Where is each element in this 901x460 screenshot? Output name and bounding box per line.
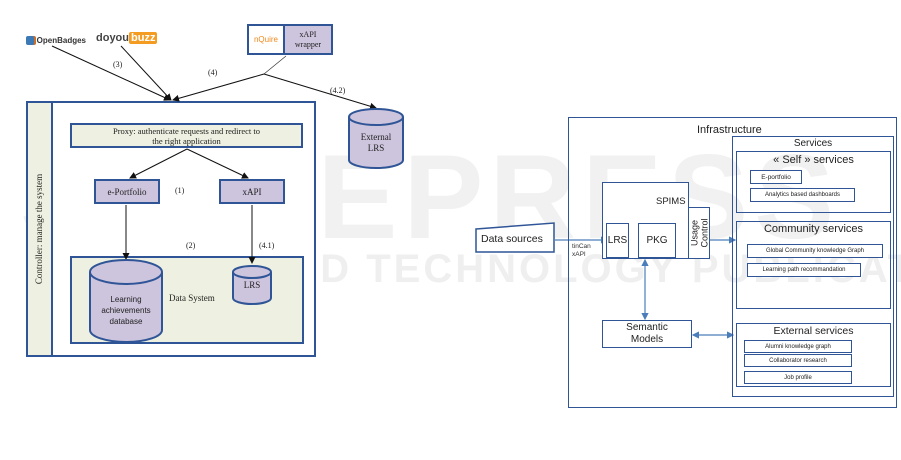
nquire-xapi-wrapper: nQuire xAPI wrapper bbox=[247, 24, 333, 55]
arrow-proxy-to-eportfolio bbox=[129, 148, 188, 179]
self-service-item-label: Analytics based dashboards bbox=[764, 192, 841, 198]
openbadges-text: OpenBadges bbox=[36, 35, 86, 45]
xapi-protocol-label: xAPI bbox=[572, 251, 586, 258]
spims-lrs-label: LRS bbox=[607, 235, 628, 246]
xapi-box: xAPI bbox=[219, 179, 285, 204]
doyoubuzz-text-b: buzz bbox=[129, 32, 158, 44]
xapi-label: xAPI bbox=[242, 186, 262, 197]
community-services-box bbox=[736, 221, 891, 309]
learning-db-label: Learning achievements database bbox=[101, 295, 151, 326]
external-service-item: Job profile bbox=[744, 371, 852, 384]
community-service-item: Learning path recommandation bbox=[747, 263, 861, 277]
self-service-item: Analytics based dashboards bbox=[750, 188, 855, 202]
edge-label-3: (3) bbox=[113, 60, 123, 69]
usage-control-label: Usage Control bbox=[689, 218, 709, 247]
arrow-junction-to-external-lrs bbox=[263, 73, 377, 110]
tincan-label: tinCan bbox=[572, 243, 591, 250]
proxy-label: Proxy: authenticate requests and redirec… bbox=[112, 125, 261, 146]
semantic-label: Semantic bbox=[626, 322, 668, 333]
community-service-item-label: Learning path recommandation bbox=[762, 267, 846, 273]
edge-label-4-2: (4.2) bbox=[330, 86, 346, 95]
eportfolio-box: e-Portfolio bbox=[94, 179, 160, 204]
services-box bbox=[732, 136, 894, 397]
self-service-item-label: E-portfolio bbox=[761, 173, 791, 181]
openbadges-logo: OpenBadges bbox=[26, 33, 86, 47]
usage-control-box: Usage Control bbox=[688, 207, 710, 259]
control-label: Control bbox=[699, 218, 710, 248]
external-service-item: Collaborator research bbox=[744, 354, 852, 367]
community-service-item: Global Community knowledge Graph bbox=[747, 244, 883, 258]
services-label: Services bbox=[793, 138, 833, 149]
external-service-item-label: Job profile bbox=[784, 374, 812, 381]
doyoubuzz-text-a: doyou bbox=[96, 32, 129, 44]
eportfolio-label: e-Portfolio bbox=[107, 186, 147, 197]
external-services-title: External services bbox=[773, 325, 854, 337]
xapi-wrapper-label: xAPI wrapper bbox=[285, 26, 331, 53]
pkg-box: PKG bbox=[638, 223, 676, 258]
arrow-junction-to-controller bbox=[172, 73, 265, 102]
pkg-label: PKG bbox=[646, 235, 668, 246]
external-service-item: Alumni knowledge graph bbox=[744, 340, 852, 353]
data-system-label: Data System bbox=[169, 293, 215, 303]
proxy-box: Proxy: authenticate requests and redirec… bbox=[70, 123, 303, 148]
edge-label-1: (1) bbox=[175, 186, 185, 195]
arrow-openbadges-to-controller bbox=[51, 45, 171, 101]
external-service-item-label: Alumni knowledge graph bbox=[765, 343, 831, 350]
openbadges-icon bbox=[26, 35, 34, 45]
edge-label-4-1: (4.1) bbox=[259, 241, 275, 250]
external-lrs-cylinder bbox=[348, 108, 404, 169]
infrastructure-box bbox=[568, 117, 897, 408]
lrs-db-label: LRS bbox=[243, 280, 261, 290]
usage-label: Usage bbox=[689, 219, 700, 247]
self-services-box bbox=[736, 151, 891, 213]
line-nquire-junction bbox=[263, 55, 287, 75]
self-service-item: E-portfolio bbox=[750, 170, 802, 184]
models-label: Models bbox=[630, 334, 664, 345]
learning-db-cylinder bbox=[89, 259, 163, 343]
community-service-item-label: Global Community knowledge Graph bbox=[765, 248, 865, 254]
data-sources-label: Data sources bbox=[481, 233, 543, 245]
spims-label: SPIMS bbox=[656, 196, 686, 207]
arrow-proxy-to-xapi bbox=[186, 148, 249, 179]
protocol-label: tinCan xAPI bbox=[572, 243, 591, 259]
controller-sidebar: Controller: manage the system bbox=[28, 103, 53, 355]
edge-label-2: (2) bbox=[186, 241, 196, 250]
spims-lrs-box: LRS bbox=[606, 223, 629, 258]
external-lrs-label: External LRS bbox=[360, 132, 392, 153]
lrs-cylinder bbox=[232, 265, 272, 305]
arrow-doyoubuzz-to-controller bbox=[120, 45, 172, 101]
nquire-logo: nQuire bbox=[249, 26, 285, 53]
community-services-title: Community services bbox=[763, 223, 864, 235]
data-sources-shape bbox=[475, 222, 555, 253]
external-service-item-label: Collaborator research bbox=[769, 357, 827, 364]
infrastructure-label: Infrastructure bbox=[697, 124, 762, 136]
edge-label-4: (4) bbox=[208, 68, 218, 77]
doyoubuzz-logo: doyou buzz bbox=[96, 31, 158, 45]
semantic-models-box: Semantic Models bbox=[602, 320, 692, 348]
external-services-box bbox=[736, 323, 891, 387]
self-services-title: « Self » services bbox=[773, 154, 854, 166]
